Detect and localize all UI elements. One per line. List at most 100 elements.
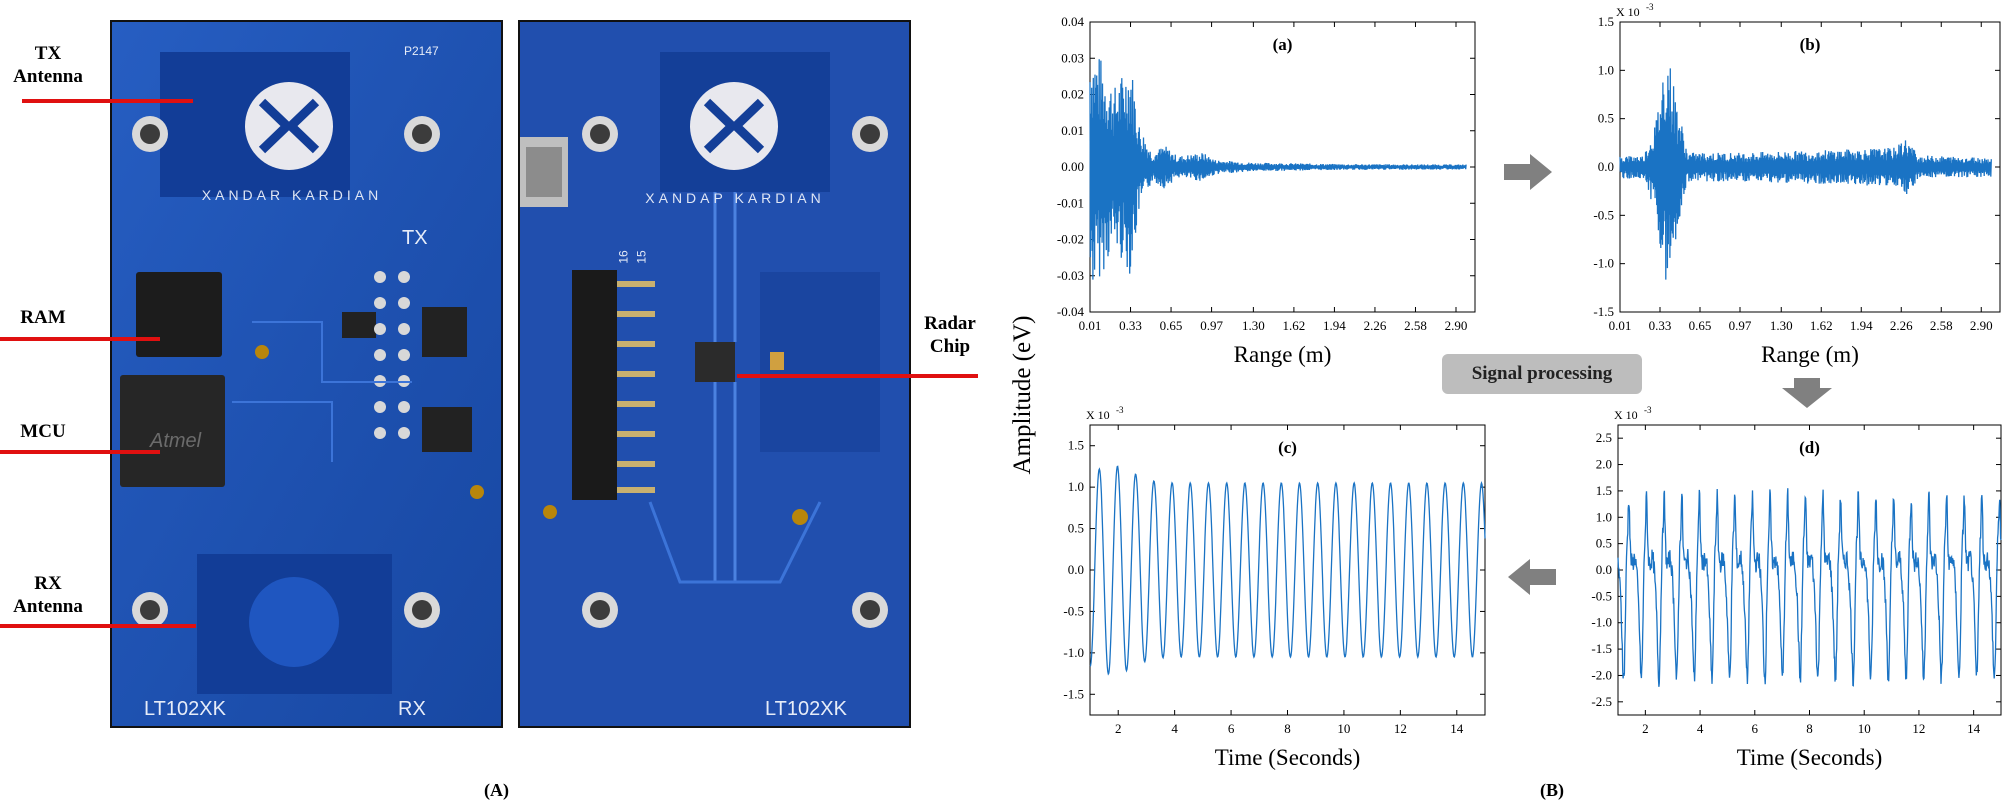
y-tick-label: 1.5 [1596,483,1612,498]
x-tick-label: 1.62 [1810,318,1833,333]
pointer-lines [0,99,978,628]
y-tick-label: -1.5 [1593,304,1614,319]
radar-label-line2: Chip [929,336,971,357]
x-tick-label: 2 [1642,721,1649,736]
rx-label-line1: RX [34,573,62,594]
x-tick-label: 14 [1967,721,1981,736]
y-tick-label: 0.5 [1598,111,1614,126]
y-tick-label: 2.5 [1596,430,1612,445]
x-tick-label: 0.97 [1729,318,1752,333]
panel-label: (b) [1800,35,1821,54]
series-line [1089,59,1467,280]
x-tick-label: 0.33 [1119,318,1142,333]
board-model-right: LT102XK [765,698,847,720]
scale-exponent: -3 [1644,405,1652,415]
tx-label-line2: Antenna [13,66,83,87]
x-tick-label: 2.58 [1404,318,1427,333]
y-tick-label: 0.5 [1596,536,1612,551]
x-tick-label: 0.01 [1079,318,1102,333]
series-line [1619,68,1992,280]
panel-label: (d) [1799,438,1820,457]
arrow-left-icon [1508,559,1556,595]
x-tick-label: 0.97 [1200,318,1223,333]
radar-label-line1: Radar [924,313,976,334]
board-brand-text: XANDAR KARDIAN [201,187,383,203]
y-tick-label: 1.0 [1598,62,1614,77]
mcu-chip [120,375,225,487]
x-tick-label: 4 [1171,721,1178,736]
y-tick-label: 0.0 [1068,562,1084,577]
x-tick-label: 1.30 [1242,318,1265,333]
ram-label: RAM [20,307,66,328]
x-tick-label: 14 [1450,721,1464,736]
y-tick-label: 1.0 [1068,479,1084,494]
x-tick-label: 12 [1394,721,1407,736]
x-tick-label: 2 [1115,721,1122,736]
scale-note: X 10 [1086,408,1110,422]
y-tick-label: 0.03 [1061,50,1084,65]
chart-a: 0.04 0.03 0.02 0.01 0.00 -0.01 -0.02 -0.03 -0.04… [1057,14,1476,367]
rx-label-line2: Antenna [13,596,83,617]
board-photo-left: XANDAR KARDIAN TX P2147 Atmel LT102XK RX [110,20,503,728]
series-line [1617,488,2002,687]
x-tick-label: 1.62 [1283,318,1306,333]
scale-note: X 10 [1616,5,1640,19]
board-left-drawing [112,22,501,726]
signal-processing-box: Signal processing [1442,354,1642,394]
x-tick-label: 0.65 [1160,318,1183,333]
y-tick-label: 1.5 [1598,14,1614,29]
x-tick-label: 6 [1752,721,1759,736]
x-axis-label: Time (Seconds) [1215,745,1360,770]
mcu-chip-marking: Atmel [150,430,202,452]
board-photo-right: XANDAP KARDIAN 15 16 LT102XK [518,20,911,728]
shared-ylabel: Amplitude (eV) [1009,315,1036,475]
y-tick-label: -2.0 [1591,667,1612,682]
y-tick-label: 1.0 [1596,509,1612,524]
radar-chip-label: Radar Chip [910,312,990,358]
arrow-right-icon [1504,154,1552,190]
x-tick-label: 6 [1228,721,1235,736]
y-tick-label: -0.5 [1063,603,1084,618]
mcu-label: MCU [20,421,66,442]
scale-exponent: -3 [1646,2,1654,12]
panel-a-caption: (A) [484,780,509,800]
y-tick-label: -1.5 [1063,686,1084,701]
y-tick-label: -0.03 [1057,268,1084,283]
board-brand-text-right: XANDAP KARDIAN [645,190,825,206]
x-tick-label: 0.01 [1609,318,1632,333]
x-tick-label: 10 [1858,721,1871,736]
y-tick-label: -1.0 [1593,256,1614,271]
x-tick-label: 1.30 [1770,318,1793,333]
scale-exponent: -3 [1116,405,1124,415]
y-tick-label: 1.5 [1068,438,1084,453]
x-tick-label: 2.90 [1970,318,1993,333]
x-tick-label: 2.58 [1930,318,1953,333]
x-tick-label: 12 [1912,721,1925,736]
y-tick-label: -0.01 [1057,195,1084,210]
y-tick-label: -0.02 [1057,232,1084,247]
y-tick-label: 0.02 [1061,87,1084,102]
y-tick-label: -1.0 [1591,615,1612,630]
tx-label-line1: TX [34,43,62,64]
board-rx-text: RX [398,698,426,720]
x-axis-label: Time (Seconds) [1737,745,1882,770]
scale-note: X 10 [1614,408,1638,422]
board-part-code: P2147 [404,44,439,58]
y-tick-label: 0.04 [1061,14,1084,29]
panel-b-caption: (B) [1540,780,1564,800]
y-tick-label: 0.00 [1061,159,1084,174]
y-tick-label: 0.0 [1596,562,1612,577]
board-model-left: LT102XK [144,698,226,720]
y-tick-label: -0.04 [1057,304,1085,319]
panel-label: (a) [1273,35,1293,54]
x-axis-label: Range (m) [1234,342,1332,367]
x-tick-label: 2.90 [1445,318,1468,333]
x-tick-label: 8 [1806,721,1813,736]
y-tick-label: -2.5 [1591,694,1612,709]
y-tick-label: 0.5 [1068,521,1084,536]
x-tick-label: 0.33 [1649,318,1672,333]
radar-chip [695,342,735,382]
